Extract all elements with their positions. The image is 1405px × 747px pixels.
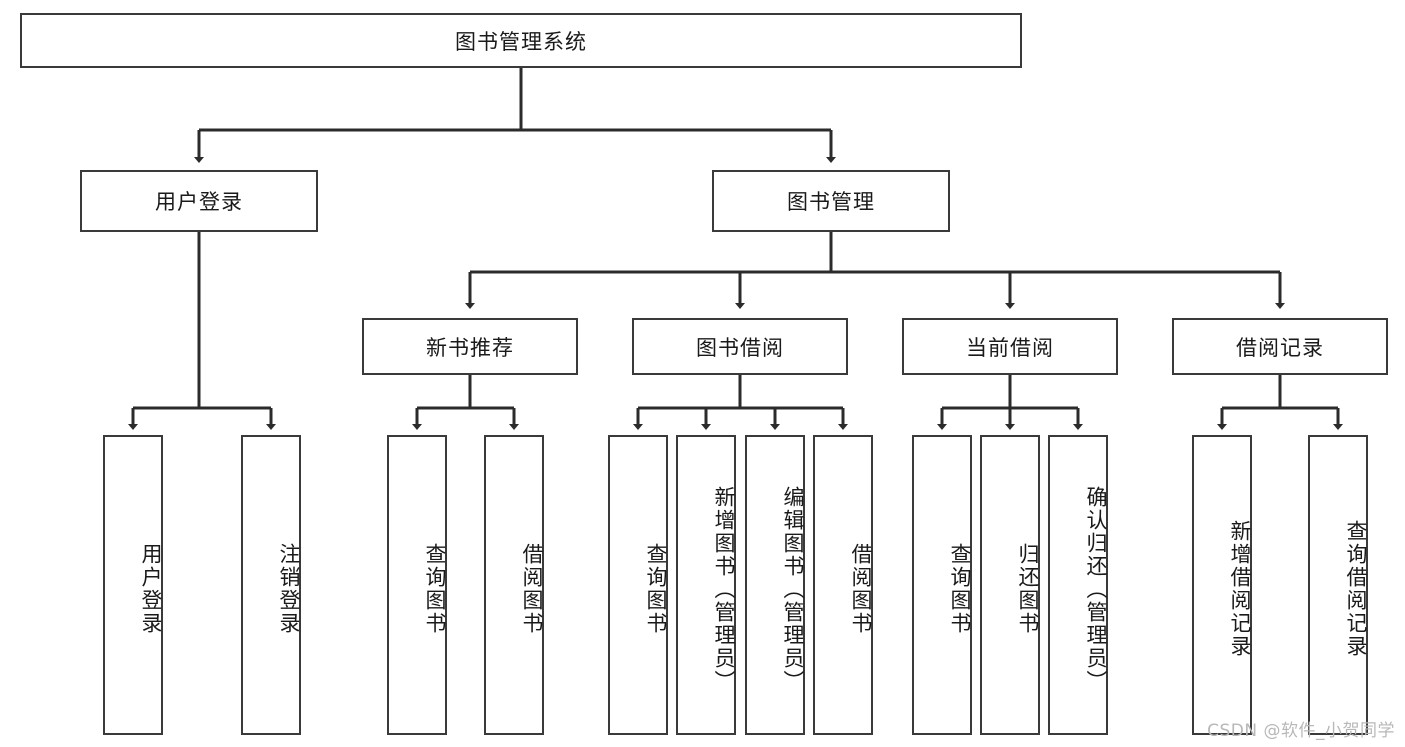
node-root[interactable]: 图书管理系统: [20, 13, 1022, 68]
leaf-label: 借阅图书: [520, 543, 544, 635]
leaf-label: 新增图书（管理员）: [712, 485, 736, 693]
leaf-label: 新增借阅记录: [1228, 520, 1252, 658]
node-current-borrow[interactable]: 当前借阅: [902, 318, 1118, 375]
leaf-user-login-logout[interactable]: 注销登录: [241, 435, 301, 735]
node-root-label: 图书管理系统: [455, 29, 587, 54]
leaf-borrow-borrow-book[interactable]: 借阅图书: [813, 435, 873, 735]
node-borrow-record-label: 借阅记录: [1236, 335, 1324, 360]
leaf-label: 查询图书: [423, 543, 447, 635]
leaf-label: 借阅图书: [849, 543, 873, 635]
node-user-login[interactable]: 用户登录: [80, 170, 318, 232]
leaf-current-query-book[interactable]: 查询图书: [912, 435, 972, 735]
leaf-new-book-query[interactable]: 查询图书: [387, 435, 447, 735]
node-book-borrow[interactable]: 图书借阅: [632, 318, 848, 375]
leaf-label: 查询图书: [948, 543, 972, 635]
node-borrow-record[interactable]: 借阅记录: [1172, 318, 1388, 375]
csdn-watermark: CSDN @软件_小贺同学: [1207, 721, 1395, 741]
node-user-login-label: 用户登录: [155, 190, 243, 214]
node-new-book-recommend[interactable]: 新书推荐: [362, 318, 578, 375]
leaf-label: 编辑图书（管理员）: [781, 485, 805, 693]
leaf-user-login-login[interactable]: 用户登录: [103, 435, 163, 735]
leaf-borrow-edit-book[interactable]: 编辑图书（管理员）: [745, 435, 805, 735]
node-book-borrow-label: 图书借阅: [696, 335, 784, 360]
leaf-label: 确认归还（管理员）: [1084, 485, 1108, 693]
leaf-label: 查询借阅记录: [1344, 520, 1368, 658]
node-book-management[interactable]: 图书管理: [712, 170, 950, 232]
leaf-borrow-query-book[interactable]: 查询图书: [608, 435, 668, 735]
leaf-borrow-add-book[interactable]: 新增图书（管理员）: [676, 435, 736, 735]
leaf-new-book-borrow[interactable]: 借阅图书: [484, 435, 544, 735]
leaf-label: 注销登录: [277, 543, 301, 635]
leaf-label: 归还图书: [1016, 543, 1040, 635]
node-book-management-label: 图书管理: [787, 190, 875, 214]
leaf-current-return-book[interactable]: 归还图书: [980, 435, 1040, 735]
leaf-current-confirm-return[interactable]: 确认归还（管理员）: [1048, 435, 1108, 735]
leaf-label: 查询图书: [644, 543, 668, 635]
node-new-book-recommend-label: 新书推荐: [426, 335, 514, 360]
node-current-borrow-label: 当前借阅: [966, 335, 1054, 360]
leaf-record-add-record[interactable]: 新增借阅记录: [1192, 435, 1252, 735]
leaf-record-query-record[interactable]: 查询借阅记录: [1308, 435, 1368, 735]
leaf-label: 用户登录: [139, 543, 163, 635]
